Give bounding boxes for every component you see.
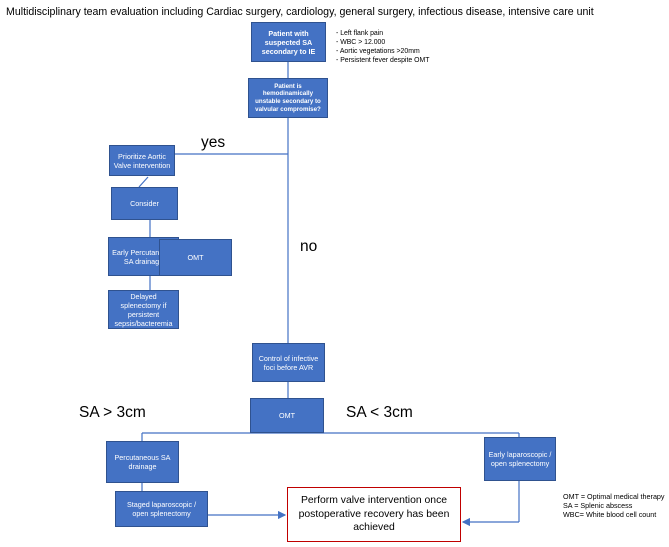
criteria-item: - Aortic vegetations >20mm <box>336 47 420 55</box>
perc-drainage-box: Percutaneous SA drainage <box>106 441 179 483</box>
legend-item: OMT = Optimal medical therapy <box>563 492 665 501</box>
no-label: no <box>300 238 318 255</box>
criteria-item: - WBC > 12.000 <box>336 38 386 46</box>
legend-item: WBC= White blood cell count <box>563 510 657 520</box>
unstable-box: Patient is hemodinamically unstable seco… <box>248 78 328 118</box>
patient-box: Patient with suspected SA secondary to I… <box>251 22 326 62</box>
early-lap-box: Early laparoscopic / open splenectomy <box>484 437 556 481</box>
delayed-splenectomy: Delayed splenectomy if persistent sepsis… <box>108 290 179 329</box>
consider-box: Consider <box>111 187 178 220</box>
staged-box: Staged laparoscopic / open splenectomy <box>115 491 208 527</box>
legend: OMT = Optimal medical therapy SA = Splen… <box>563 492 667 520</box>
yes-label: yes <box>201 134 226 151</box>
omt-center-box: OMT <box>250 398 324 433</box>
criteria-list: - Left flank pain - WBC > 12.000 - Aorti… <box>336 30 429 66</box>
control-box: Control of infective foci before AVR <box>252 343 325 382</box>
criteria-item: - Left flank pain <box>336 30 384 37</box>
omt-left-box: OMT <box>159 239 232 276</box>
final-box: Perform valve intervention once postoper… <box>287 487 461 542</box>
criteria-item: - Persistent fever despite OMT <box>336 56 430 64</box>
legend-item: SA = Splenic abscess <box>563 501 633 511</box>
diagram-title: Multidisciplinary team evaluation includ… <box>6 6 594 18</box>
sa-lt-label: SA < 3cm <box>346 404 413 421</box>
sa-gt-label: SA > 3cm <box>79 404 146 421</box>
prioritize-box: Prioritize Aortic Valve intervention <box>109 145 175 176</box>
